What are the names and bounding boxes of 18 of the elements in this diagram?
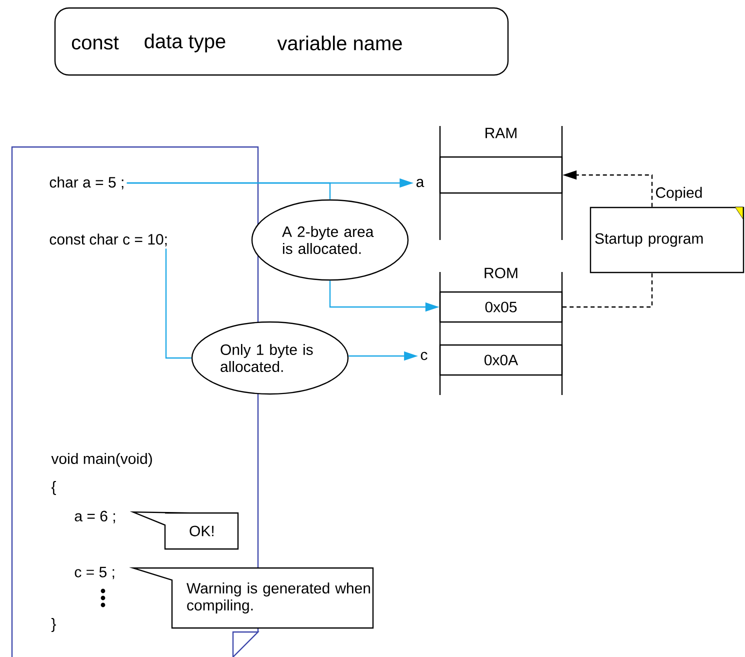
memory-cell: 0x05 [439, 291, 563, 323]
memory-cell [439, 156, 563, 194]
header-box: const data type variable name [54, 7, 509, 76]
code-line: char a = 5 ; [50, 176, 124, 190]
callout-box: Warning is generated when compiling. [129, 567, 374, 629]
variable-label: c [420, 352, 428, 360]
code-line: c = 5 ; [74, 566, 114, 580]
code-line: a = 6 ; [74, 510, 115, 524]
memory-column: RAM [439, 125, 563, 241]
code-line: void main(void) [51, 453, 152, 467]
variable-label: a [416, 178, 424, 188]
callout-box: OK! [130, 511, 239, 550]
code-line: { [51, 481, 56, 495]
program-box: Startup program [590, 206, 744, 274]
memory-cell: 0x0A [439, 344, 563, 376]
code-line: const char c = 10; [50, 234, 167, 246]
edge-label: Copied [654, 186, 704, 202]
code-line: } [51, 618, 56, 632]
